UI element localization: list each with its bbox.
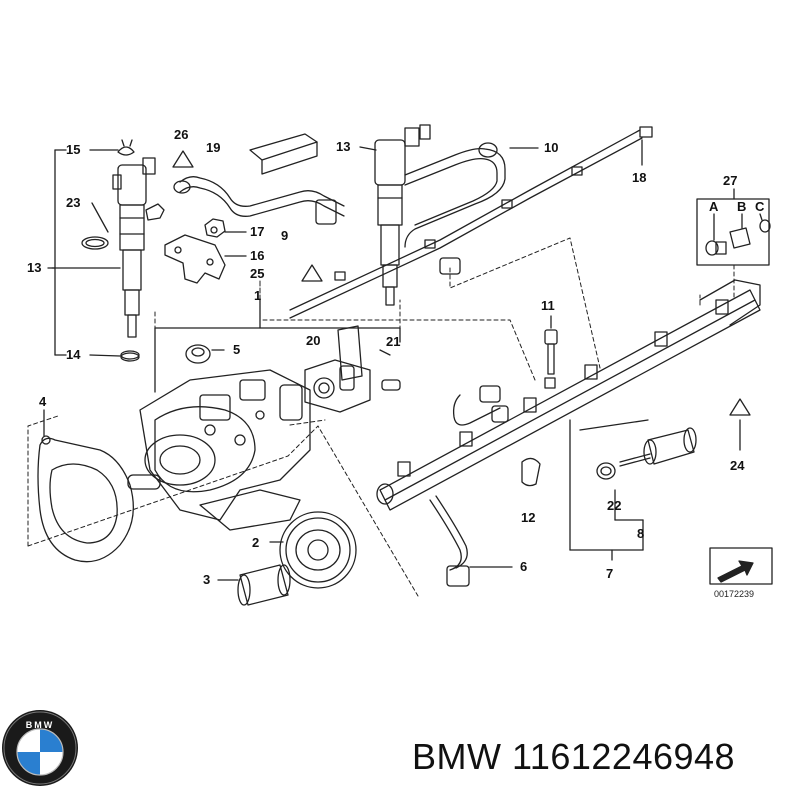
- gasket-4: [37, 435, 134, 563]
- sensor-20: [337, 325, 363, 391]
- bushing-3: [237, 564, 291, 606]
- callout-7: 7: [606, 566, 613, 581]
- kit-27: [696, 188, 771, 266]
- caption-part-number: 11612246948: [512, 736, 736, 777]
- fuel-rail: [376, 279, 761, 511]
- nut-17: [204, 218, 226, 238]
- callout-18: 18: [632, 170, 646, 185]
- callout-10: 10: [544, 140, 558, 155]
- callout-14: 14: [66, 347, 81, 362]
- part-caption: BMW 11612246948: [412, 736, 735, 778]
- callout-25: 25: [250, 266, 264, 281]
- dashed-outline: [27, 415, 419, 597]
- bracket-13-left: [47, 149, 67, 356]
- callout-26: 26: [174, 127, 188, 142]
- callout-8: 8: [637, 526, 644, 541]
- bolt-11: [544, 329, 558, 375]
- bracket-7: [569, 419, 649, 561]
- caution-icon-26: [172, 150, 194, 168]
- callout-21: 21: [386, 334, 400, 349]
- diagram-code: 00172239: [714, 589, 754, 599]
- caution-icon-24: [729, 398, 751, 416]
- callout-20: 20: [306, 333, 320, 348]
- callout-2: 2: [252, 535, 259, 550]
- o-ring-23: [81, 236, 109, 250]
- direction-reference-icon: [709, 547, 773, 585]
- seal-washer-14: [120, 350, 140, 362]
- bracket-16: [164, 234, 226, 284]
- callout-22: 22: [607, 498, 621, 513]
- callout-labels: 1 2 3 4 5 6 7 8 9 10 11 12 13 13 14 15 1…: [27, 127, 765, 599]
- caption-brand: BMW: [412, 736, 502, 777]
- callout-5: 5: [233, 342, 240, 357]
- dashed-leaders: [154, 237, 701, 381]
- leak-off-line-left: [173, 133, 345, 225]
- injector-right: [374, 124, 431, 306]
- callout-23: 23: [66, 195, 80, 210]
- callout-15: 15: [66, 142, 80, 157]
- caution-icon-25: [301, 264, 323, 282]
- sprocket-2: [279, 511, 357, 589]
- high-pressure-pump: [127, 369, 311, 531]
- callout-A: A: [709, 199, 719, 214]
- bmw-logo-text: BMW: [26, 720, 55, 730]
- pressure-valve-21: [304, 359, 401, 413]
- cap-5: [185, 344, 211, 364]
- callout-9: 9: [281, 228, 288, 243]
- callout-17: 17: [250, 224, 264, 239]
- callout-6: 6: [520, 559, 527, 574]
- clip-12: [521, 457, 541, 487]
- callout-4: 4: [39, 394, 47, 409]
- callout-B: B: [737, 199, 746, 214]
- callout-3: 3: [203, 572, 210, 587]
- callout-19: 19: [206, 140, 220, 155]
- high-pressure-line-6: [429, 385, 509, 587]
- o-ring-22: [596, 462, 616, 480]
- callout-13-top: 13: [336, 139, 350, 154]
- clip-15: [117, 139, 135, 156]
- callout-24: 24: [730, 458, 745, 473]
- callout-1: 1: [254, 288, 261, 303]
- bmw-logo: BMW: [2, 710, 78, 786]
- callout-16: 16: [250, 248, 264, 263]
- callout-27: 27: [723, 173, 737, 188]
- callout-13-left: 13: [27, 260, 41, 275]
- pressure-limiter-8: [619, 427, 697, 467]
- callout-C: C: [755, 199, 765, 214]
- callout-11: 11: [541, 298, 555, 313]
- injector-left: [112, 157, 165, 338]
- leak-off-line-right: [289, 126, 653, 319]
- callout-12: 12: [521, 510, 535, 525]
